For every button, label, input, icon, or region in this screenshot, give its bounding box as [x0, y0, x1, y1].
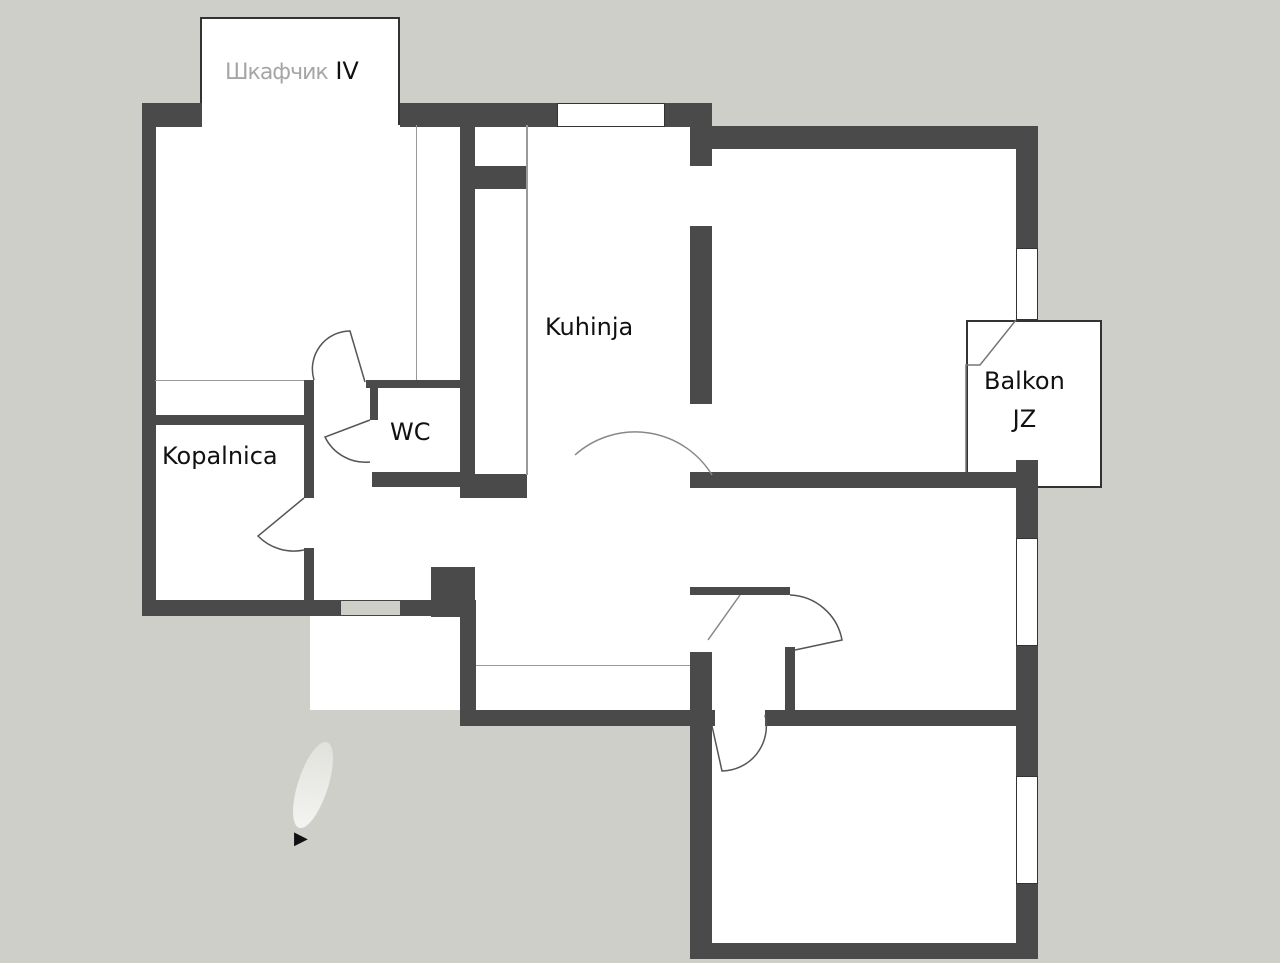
wall-bedroom-kitchen	[460, 125, 475, 498]
wall-kitchen-living-divider	[690, 226, 712, 404]
wall-hall-left	[460, 600, 476, 726]
kitchen-label: Kuhinja	[545, 313, 634, 341]
annex-faded-text: Шкафчик	[225, 60, 329, 85]
middle-room-floor	[710, 485, 1020, 710]
hallway-floor	[310, 485, 710, 710]
annex-floor	[200, 17, 400, 127]
wall-top-living	[690, 126, 1038, 149]
wall-living-middle	[690, 472, 1038, 488]
wall-wc-top	[366, 380, 462, 388]
compass-smudge	[284, 737, 342, 833]
wall-hall-bottom	[460, 710, 715, 726]
wall-bathroom-right-lower	[304, 548, 314, 603]
closet-line-vertical	[416, 125, 417, 383]
wall-bottom-left	[142, 600, 340, 616]
wall-bathroom-top	[155, 415, 308, 425]
wall-top-mid	[400, 103, 557, 127]
bottom-room-floor	[710, 710, 1020, 945]
balcony-label-line1: Balkon	[984, 367, 1065, 395]
wall-bottom	[690, 943, 1038, 959]
window-kitchen-top	[557, 103, 665, 127]
closet-line-horizontal	[155, 380, 305, 381]
wall-middle-bottom	[765, 710, 1038, 726]
wall-kitchen-bottom	[460, 474, 527, 498]
wall-kitchen-shelf	[475, 166, 527, 189]
wall-middle-left	[785, 647, 795, 717]
wall-right-bottom	[1016, 884, 1038, 959]
balcony-label: Balkon JZ	[984, 362, 1065, 439]
wall-bottom-room-left	[690, 652, 712, 958]
wc-label: WC	[390, 418, 431, 446]
window-bottom-left	[340, 600, 402, 616]
annex-label: Шкафчик IV	[225, 52, 359, 90]
north-arrow-icon: ▶	[284, 730, 350, 855]
wardrobe-line	[476, 665, 690, 666]
compass-arrow: ▶	[294, 828, 308, 849]
kitchen-counter-line	[526, 125, 528, 475]
bathroom-label: Kopalnica	[162, 442, 278, 470]
annex-label-text: IV	[335, 57, 359, 85]
wall-hall-divider	[690, 587, 790, 595]
wall-wc-bottom	[372, 472, 462, 487]
window-middle-right	[1016, 538, 1038, 646]
wall-bathroom-right-upper	[304, 380, 314, 498]
balcony-label-line2: JZ	[1012, 405, 1037, 434]
window-living-right	[1016, 248, 1038, 320]
window-bottom-right	[1016, 776, 1038, 884]
wall-right-living-upper	[1016, 126, 1038, 248]
wall-wc-left	[370, 380, 378, 420]
wall-left	[142, 103, 156, 616]
